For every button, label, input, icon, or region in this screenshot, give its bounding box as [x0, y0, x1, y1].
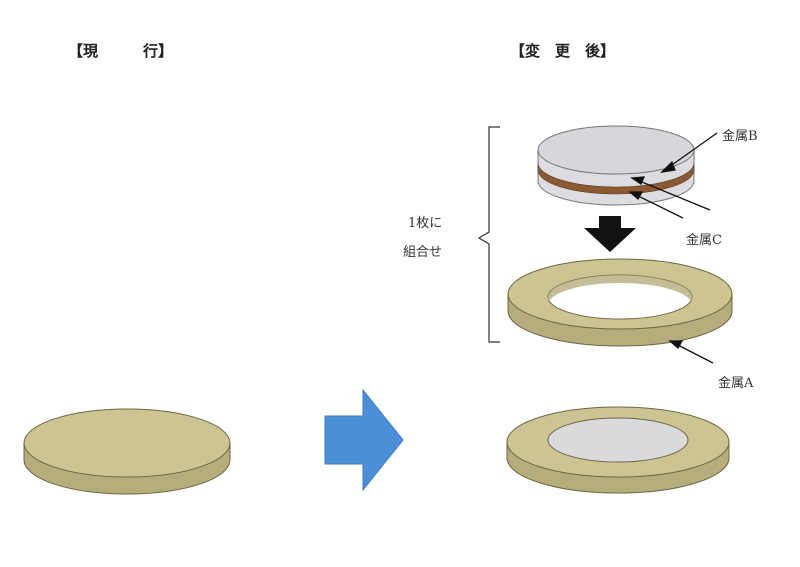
heading-changed: 【変 更 後】 [510, 42, 616, 60]
label-combine-line2: 組合せ [403, 245, 443, 260]
blue-right-arrow-icon [324, 388, 404, 492]
bracket [477, 126, 500, 343]
pointer-lines [628, 132, 718, 364]
new-coin [506, 406, 730, 494]
black-down-arrow-icon [584, 216, 636, 252]
label-metal-b: 金属B [722, 129, 758, 144]
label-combine-line1: 1枚に [408, 216, 443, 231]
label-metal-a: 金属A [718, 376, 754, 391]
current-coin [23, 408, 231, 495]
heading-current: 【現 行】 [68, 42, 174, 60]
label-metal-c: 金属C [686, 233, 722, 248]
metal-b-disc [537, 125, 695, 206]
metal-a-ring [507, 258, 733, 347]
